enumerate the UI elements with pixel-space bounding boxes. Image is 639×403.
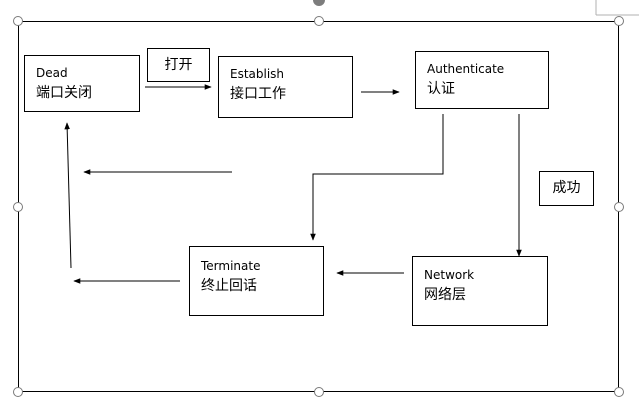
edge-label-open[interactable]: 打开 — [147, 48, 210, 82]
resize-handle-middle-left[interactable] — [13, 202, 23, 212]
arrow-up-to-dead — [64, 122, 72, 269]
arrow-authenticate-to-terminate — [310, 114, 444, 241]
resize-handle-middle-right[interactable] — [614, 202, 624, 212]
node-terminate-subtitle: 终止回话 — [201, 278, 257, 294]
rotate-handle[interactable] — [313, 0, 325, 6]
node-terminate[interactable]: Terminate 终止回话 — [189, 246, 324, 316]
node-network[interactable]: Network 网络层 — [412, 256, 548, 326]
resize-handle-top-center[interactable] — [314, 16, 324, 26]
node-network-title: Network — [424, 268, 475, 282]
node-terminate-title: Terminate — [201, 259, 261, 273]
resize-handle-top-right[interactable] — [614, 16, 624, 26]
resize-handle-bottom-center[interactable] — [314, 387, 324, 397]
resize-handle-bottom-left[interactable] — [13, 387, 23, 397]
node-dead[interactable]: Dead 端口关闭 — [24, 55, 140, 112]
resize-handle-top-left[interactable] — [13, 16, 23, 26]
node-authenticate-title: Authenticate — [427, 62, 505, 76]
node-authenticate-subtitle: 认证 — [427, 81, 455, 97]
resize-handle-bottom-right[interactable] — [614, 387, 624, 397]
node-establish-subtitle: 接口工作 — [230, 86, 286, 102]
node-establish-title: Establish — [230, 67, 285, 81]
node-network-subtitle: 网络层 — [424, 287, 466, 303]
node-establish[interactable]: Establish 接口工作 — [218, 56, 353, 118]
node-authenticate[interactable]: Authenticate 认证 — [415, 51, 549, 109]
edge-label-success[interactable]: 成功 — [539, 171, 594, 206]
node-dead-title: Dead — [36, 66, 68, 80]
node-dead-subtitle: 端口关闭 — [36, 85, 92, 101]
